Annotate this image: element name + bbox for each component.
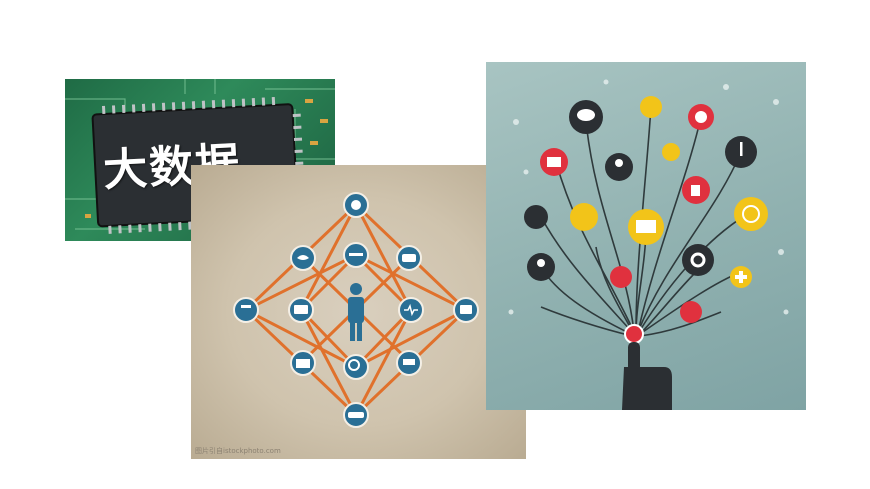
search-icon — [343, 354, 369, 380]
watermark-text: 图片引自istockphoto.com — [195, 447, 281, 455]
faucet-icon — [233, 297, 259, 323]
social-tree-art — [508, 79, 789, 410]
heart-icon — [524, 205, 548, 229]
social-tree-image — [486, 62, 806, 410]
arrow-icon — [680, 301, 702, 323]
star-icon — [610, 266, 632, 288]
network-diagram-image: 图片引自istockphoto.com — [191, 165, 526, 459]
pointing-hand-icon — [622, 342, 672, 410]
gear-icon — [682, 244, 714, 276]
music-note-icon — [640, 96, 662, 118]
globe-icon — [734, 197, 768, 231]
network-diagram-art — [233, 192, 479, 428]
cloud-icon — [662, 143, 680, 161]
person-icon — [348, 283, 364, 341]
chat-icon — [570, 203, 598, 231]
